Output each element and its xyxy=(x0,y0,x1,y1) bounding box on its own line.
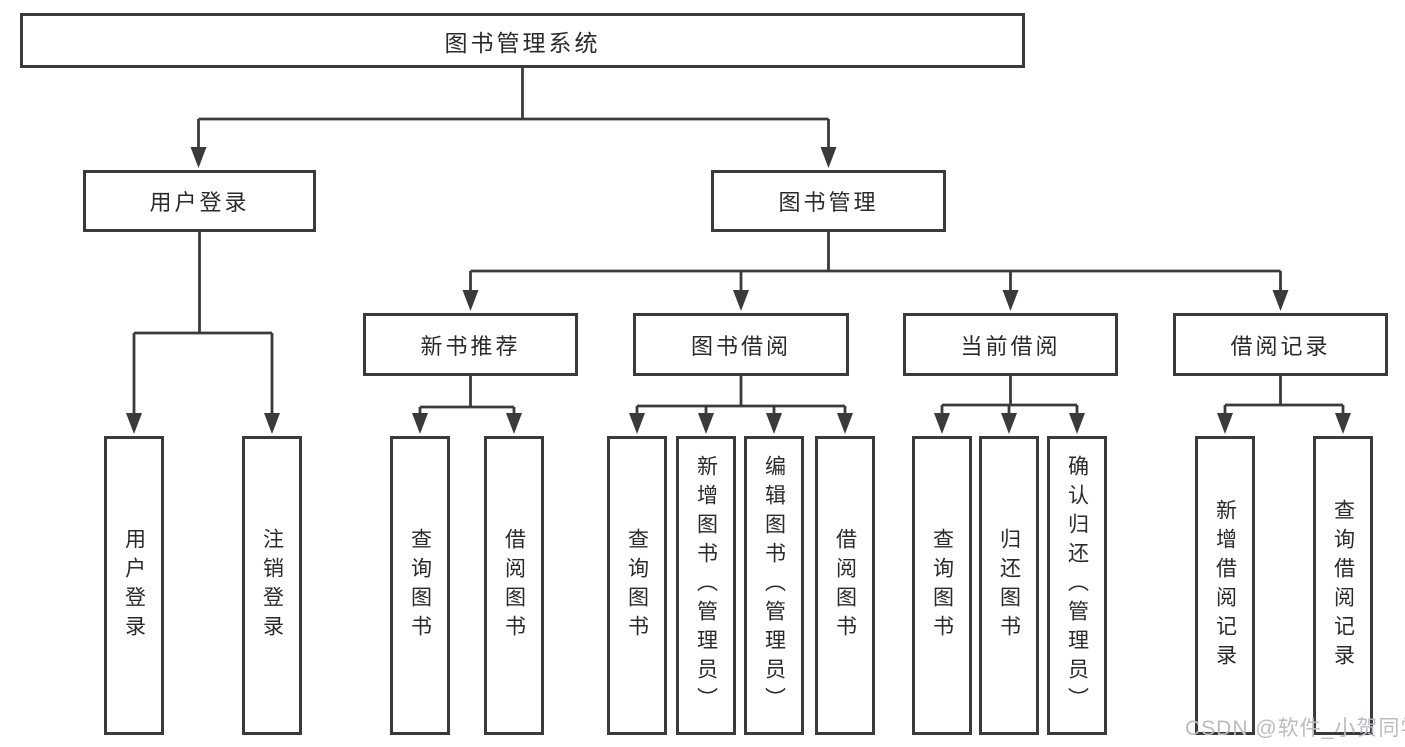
leaf-query-borrow-record-label: 查询借阅记录 xyxy=(1331,498,1355,673)
leaf-query-borrow-record: 查询借阅记录 xyxy=(1313,436,1373,735)
node-user-login: 用户登录 xyxy=(83,170,316,232)
leaf-query-books-current: 查询图书 xyxy=(912,436,972,735)
leaf-add-book-admin: 新增图书（管理员） xyxy=(676,436,736,735)
leaf-edit-book-admin: 编辑图书（管理员） xyxy=(744,436,804,735)
node-book-borrow: 图书借阅 xyxy=(633,313,849,376)
csdn-watermark: CSDN @软件_小贺同学 xyxy=(1185,717,1405,740)
leaf-borrow-books-recommend: 借阅图书 xyxy=(484,436,544,735)
node-book-management: 图书管理 xyxy=(711,170,946,232)
leaf-user-login-label: 用户登录 xyxy=(122,527,146,644)
leaf-logout: 注销登录 xyxy=(242,436,302,735)
leaf-confirm-return-admin-label: 确认归还（管理员） xyxy=(1065,455,1089,716)
node-new-book-recommend-label: 新书推荐 xyxy=(420,333,521,359)
node-user-login-label: 用户登录 xyxy=(149,190,250,215)
leaf-query-books-borrow-label: 查询图书 xyxy=(625,527,649,644)
leaf-user-login: 用户登录 xyxy=(104,436,164,735)
leaf-return-book: 归还图书 xyxy=(979,436,1039,735)
leaf-borrow-books-label: 借阅图书 xyxy=(833,527,857,644)
node-book-management-label: 图书管理 xyxy=(778,190,879,215)
leaf-query-books-recommend: 查询图书 xyxy=(390,436,450,735)
leaf-query-books-borrow: 查询图书 xyxy=(607,436,667,735)
leaf-query-books-current-label: 查询图书 xyxy=(930,527,954,644)
node-borrow-records-label: 借阅记录 xyxy=(1230,333,1331,359)
leaf-edit-book-admin-label: 编辑图书（管理员） xyxy=(762,455,786,716)
leaf-return-book-label: 归还图书 xyxy=(997,527,1021,644)
leaf-borrow-books-recommend-label: 借阅图书 xyxy=(502,527,526,644)
node-root-label: 图书管理系统 xyxy=(444,29,601,56)
leaf-query-books-recommend-label: 查询图书 xyxy=(408,527,432,644)
node-root: 图书管理系统 xyxy=(20,13,1025,68)
leaf-borrow-books: 借阅图书 xyxy=(815,436,875,735)
leaf-logout-label: 注销登录 xyxy=(260,527,284,644)
leaf-add-book-admin-label: 新增图书（管理员） xyxy=(694,455,718,716)
leaf-add-borrow-record-label: 新增借阅记录 xyxy=(1213,498,1237,673)
leaf-add-borrow-record: 新增借阅记录 xyxy=(1195,436,1255,735)
arrowheads xyxy=(126,147,1351,434)
node-borrow-records: 借阅记录 xyxy=(1173,313,1388,376)
node-current-borrow-label: 当前借阅 xyxy=(960,333,1061,359)
node-new-book-recommend: 新书推荐 xyxy=(363,313,578,376)
node-current-borrow: 当前借阅 xyxy=(903,313,1118,376)
node-book-borrow-label: 图书借阅 xyxy=(690,333,791,359)
leaf-confirm-return-admin: 确认归还（管理员） xyxy=(1047,436,1107,735)
